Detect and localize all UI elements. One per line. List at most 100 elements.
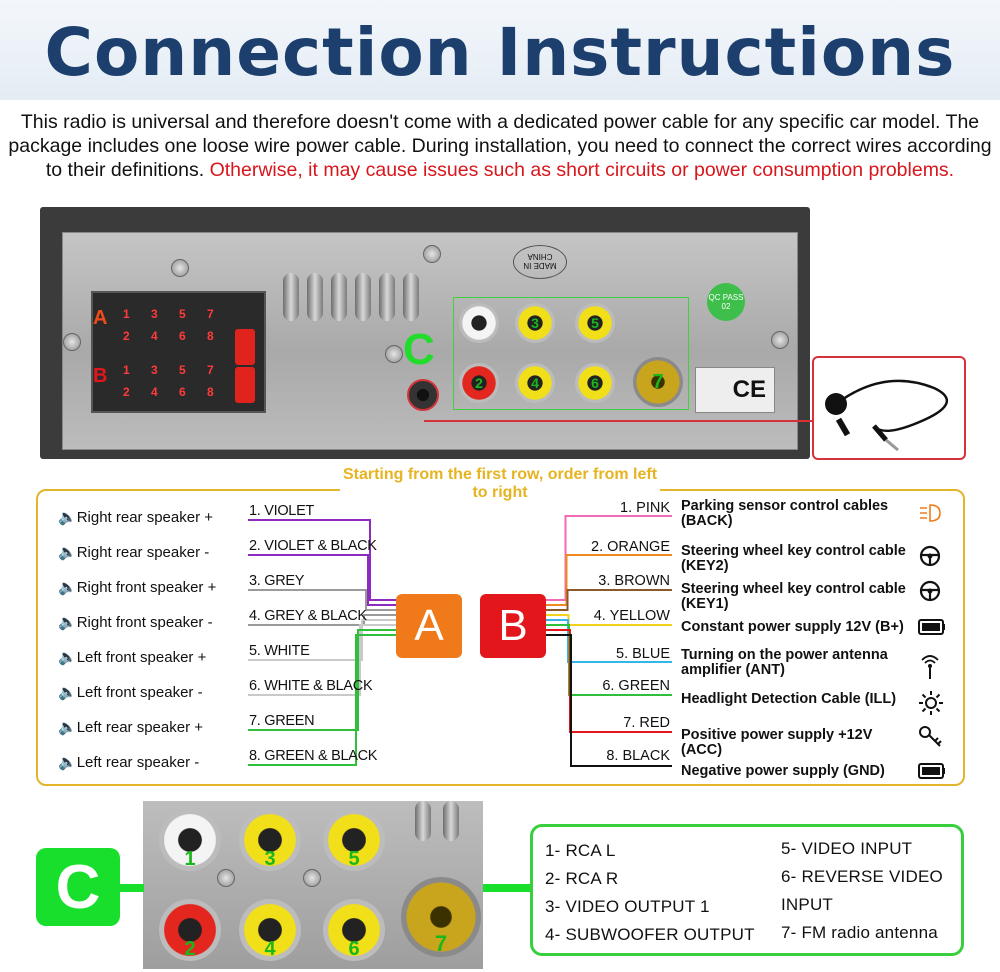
wire-a-5: 5. WHITE (249, 643, 310, 659)
vent-slot (307, 273, 323, 321)
key-icon (919, 726, 942, 747)
wire-b-6: 6. GREEN (602, 678, 670, 694)
speaker-icon: 🔈 (58, 719, 77, 736)
wire-a-3: 3. GREY (249, 573, 305, 589)
speaker-label-7: 🔈Left rear speaker + (58, 719, 204, 736)
antenna-icon (921, 655, 939, 679)
header-banner (0, 0, 1000, 100)
speaker-label-6: 🔈Left front speaker - (58, 684, 203, 701)
speaker-label-2: 🔈Right rear speaker - (58, 544, 210, 561)
speaker-icon: 🔈 (58, 579, 77, 596)
connector-b-top-pins: 1 3 5 7 (123, 363, 223, 377)
rca-jack-2: 2 (159, 899, 221, 961)
function-5: Turning on the power antenna amplifier (… (681, 647, 888, 678)
rca-jack-2: 2 (459, 363, 499, 403)
wire-a-2: 2. VIOLET & BLACK (249, 538, 377, 554)
made-in-china-stamp: MADE IN CHINA (513, 245, 567, 279)
wire-b-line (546, 634, 672, 767)
rca-jack-1: 1 (159, 809, 221, 871)
radio-back-plate: 1 3 5 7 2 4 6 8 1 3 5 7 2 4 6 8 A B C MA… (62, 232, 798, 450)
page-title: Connection Instructions (44, 14, 956, 91)
function-8: Negative power supply (GND) (681, 763, 885, 779)
rca-legend-item-5: 5- VIDEO INPUT (781, 839, 913, 858)
speaker-label-5: 🔈Left front speaker + (58, 649, 207, 666)
rca-jack-4: 4 (515, 363, 555, 403)
intro-paragraph: This radio is universal and therefore do… (4, 110, 996, 182)
rca-legend-item-1: 1- RCA L (545, 841, 616, 860)
rca-jack-3: 3 (515, 303, 555, 343)
screw-icon (423, 245, 441, 263)
fuse (235, 367, 255, 403)
wire-b-8: 8. BLACK (606, 748, 670, 764)
steering-wheel-icon (919, 545, 941, 567)
headlight-icon (920, 504, 941, 522)
wire-b-2: 2. ORANGE (591, 539, 670, 555)
rca-jack-4: 4 (239, 899, 301, 961)
connector-c-line-left (118, 884, 144, 892)
mic-pointer-line (424, 420, 814, 422)
rca-legend-item-7: 7- FM radio antenna (781, 923, 938, 942)
wire-b-7: 7. RED (623, 715, 670, 731)
speaker-icon: 🔈 (58, 509, 77, 526)
rca-group-outline (453, 297, 689, 410)
speaker-icon: 🔈 (58, 614, 77, 631)
microphone-photo (812, 356, 966, 460)
wire-b-1: 1. PINK (620, 500, 670, 516)
intro-warning: Otherwise, it may cause issues such as s… (209, 159, 955, 181)
wire-a-line (248, 634, 396, 766)
wire-a-6: 6. WHITE & BLACK (249, 678, 373, 694)
screw-icon (217, 869, 235, 887)
wire-a-line (248, 624, 396, 696)
fuse (235, 329, 255, 365)
rca-jack-1 (459, 303, 499, 343)
antenna-jack-7: 7 (401, 877, 481, 957)
screw-icon (63, 333, 81, 351)
rca-legend-item-6-cont: INPUT (781, 895, 833, 914)
function-2: Steering wheel key control cable (KEY2) (681, 543, 906, 574)
ce-label: CE (695, 367, 775, 413)
rca-jack-6: 6 (575, 363, 615, 403)
rca-legend: 1- RCA L 2- RCA R 3- VIDEO OUTPUT 1 4- S… (530, 824, 964, 956)
connector-a-top-pins: 1 3 5 7 (123, 307, 223, 321)
battery-icon (918, 619, 945, 635)
steering-wheel-icon (919, 580, 941, 602)
wire-a-line (248, 629, 396, 731)
speaker-icon: 🔈 (58, 684, 77, 701)
wire-a-line (248, 554, 396, 606)
screw-icon (771, 331, 789, 349)
wire-a-line (248, 589, 396, 611)
function-3: Steering wheel key control cable (KEY1) (681, 581, 906, 612)
vent-slot (283, 273, 299, 321)
wire-b-line (546, 554, 672, 606)
qc-pass-sticker: QC PASS 02 (707, 283, 745, 321)
rca-closeup-photo: 1 3 5 2 4 6 7 (143, 801, 483, 969)
connector-b-box: B (480, 594, 546, 658)
rca-legend-item-3: 3- VIDEO OUTPUT 1 (545, 897, 710, 916)
battery-icon (918, 763, 945, 779)
wire-a-line (248, 619, 396, 661)
vent-slot (443, 801, 459, 841)
intro-text: This radio is universal and therefore do… (8, 111, 992, 181)
speaker-label-1: 🔈Right rear speaker + (58, 509, 214, 526)
wire-b-4: 4. YELLOW (593, 608, 670, 624)
function-6: Headlight Detection Cable (ILL) (681, 691, 897, 707)
vent-slot (415, 801, 431, 841)
speaker-label-3: 🔈Right front speaker + (58, 579, 217, 596)
antenna-jack-7: 7 (633, 357, 683, 407)
vent-slot (379, 273, 395, 321)
connector-b-bottom-pins: 2 4 6 8 (123, 385, 223, 399)
wire-a-7: 7. GREEN (249, 713, 315, 729)
rca-jack-5: 5 (575, 303, 615, 343)
function-4: Constant power supply 12V (B+) (681, 619, 904, 635)
screw-icon (171, 259, 189, 277)
vent-slot (355, 273, 371, 321)
photo-label-a: A (93, 307, 108, 329)
wire-b-5: 5. BLUE (616, 646, 670, 662)
wire-a-4: 4. GREY & BLACK (249, 608, 367, 624)
speaker-icon: 🔈 (58, 649, 77, 666)
photo-label-c: C (403, 325, 435, 374)
wire-b-3: 3. BROWN (598, 573, 670, 589)
sun-icon (919, 691, 943, 715)
connector-c-line-right (483, 884, 531, 892)
photo-label-b: B (93, 365, 108, 387)
